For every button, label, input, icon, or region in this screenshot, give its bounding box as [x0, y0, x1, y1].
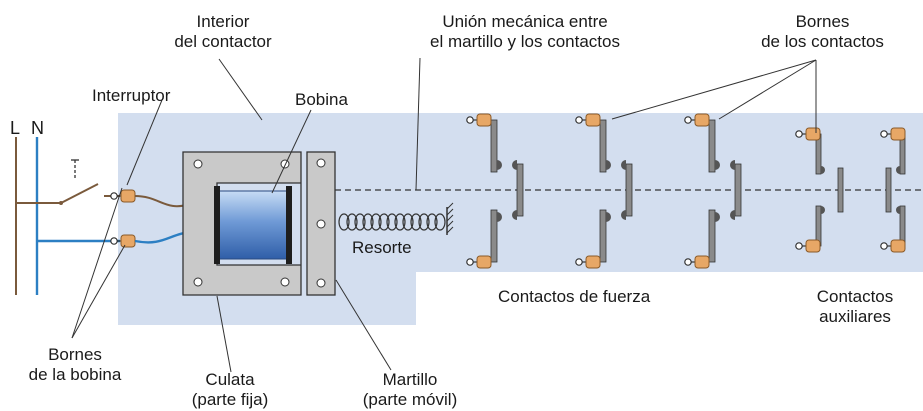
label-bornes-bobina-line2: de la bobina [28, 365, 122, 384]
label-interior-line1: Interior [196, 12, 250, 31]
label-union-line1: Unión mecánica entre [442, 12, 608, 31]
label-bobina: Bobina [295, 90, 348, 109]
coil [218, 190, 288, 260]
label-culata: Culata (parte fija) [165, 370, 295, 410]
label-bornes-contactos-line1: Bornes [795, 12, 850, 31]
label-contactos-auxiliares: Contactos auxiliares [795, 287, 915, 327]
power-contact-1 [466, 113, 524, 269]
label-interior-line2: del contactor [174, 32, 272, 51]
label-union-line2: el martillo y los contactos [430, 32, 620, 51]
leader-lines [71, 57, 817, 373]
coil-terminal-top [110, 189, 136, 203]
label-union: Unión mecánica entre el martillo y los c… [370, 12, 680, 52]
label-martillo-line2: (parte móvil) [362, 390, 458, 409]
label-l: L [10, 118, 21, 138]
switch-blade [60, 183, 99, 204]
label-interruptor: Interruptor [92, 86, 171, 105]
label-culata-line2: (parte fija) [191, 390, 269, 409]
label-contactos-aux-line2: auxiliares [819, 307, 891, 326]
armature-moving [306, 151, 336, 296]
power-contact-2 [575, 113, 633, 269]
label-resorte: Resorte [352, 238, 412, 257]
label-bornes-contactos: Bornes de los contactos [745, 12, 900, 52]
label-martillo-line1: Martillo [382, 370, 438, 389]
label-interior: Interior del contactor [168, 12, 278, 52]
coil-terminal-bottom [110, 234, 136, 248]
label-n: N [31, 118, 44, 138]
spring [338, 213, 446, 231]
aux-contact-2 [880, 127, 906, 253]
power-contact-3 [684, 113, 742, 269]
label-contactos-aux-line1: Contactos [816, 287, 894, 306]
label-bornes-bobina-line1: Bornes [48, 345, 102, 364]
label-culata-line1: Culata [205, 370, 255, 389]
label-contactos-fuerza: Contactos de fuerza [498, 287, 651, 306]
aux-contact-1 [795, 127, 844, 253]
label-martillo: Martillo (parte móvil) [340, 370, 480, 410]
label-bornes-bobina: Bornes de la bobina [5, 345, 145, 385]
label-bornes-contactos-line2: de los contactos [761, 32, 884, 51]
